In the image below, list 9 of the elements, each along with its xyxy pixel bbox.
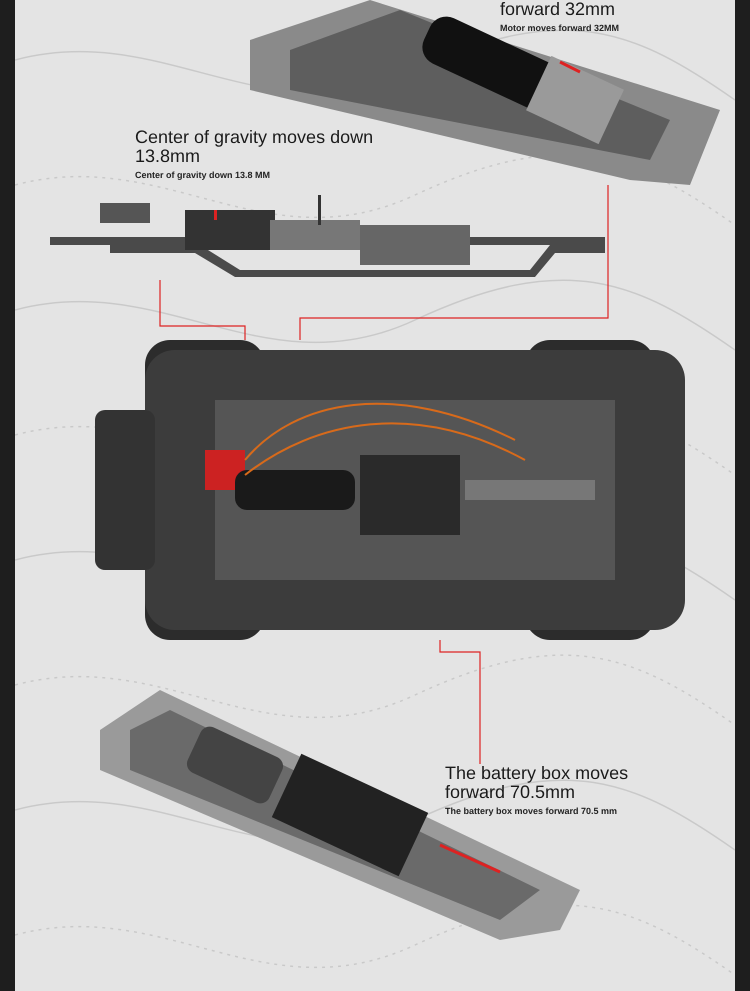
- callout-subtitle: Center of gravity down 13.8 MM: [135, 169, 272, 181]
- leader-line: [299, 185, 609, 340]
- callout-subtitle: Motor moves forward 32MM: [500, 22, 620, 34]
- callout-heading: The battery box moves forward 70.5mm: [445, 764, 630, 802]
- callout-heading: forward 32mm: [500, 0, 616, 19]
- callout-heading: Center of gravity moves down 13.8mm: [135, 128, 374, 166]
- leader-line: [159, 280, 246, 340]
- leader-line: [439, 640, 481, 764]
- callout-subtitle: The battery box moves forward 70.5 mm: [445, 805, 618, 817]
